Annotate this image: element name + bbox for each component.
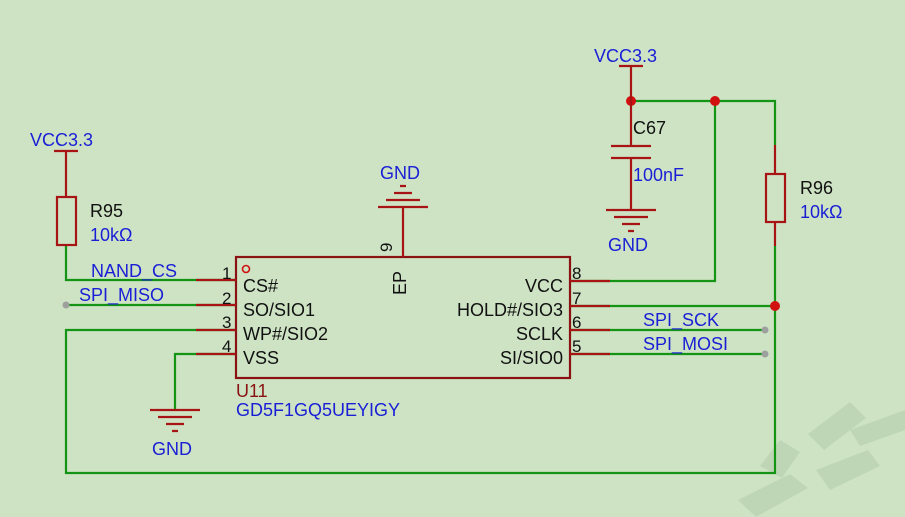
gnd-symbol-vss	[150, 408, 200, 433]
pin-number: 1	[222, 264, 231, 283]
ep-pin-name: EP	[390, 271, 410, 295]
vcc-label-left: VCC3.3	[30, 130, 93, 150]
r95-value: 10kΩ	[90, 225, 132, 245]
pin-number: 7	[572, 289, 581, 308]
wire-wp-loop	[64, 306, 777, 475]
pin-number: 4	[222, 337, 231, 356]
r95-ref: R95	[90, 201, 123, 221]
gnd-label-cap: GND	[608, 235, 648, 255]
wire-hold	[570, 246, 777, 308]
watermark-logo	[738, 402, 905, 517]
vcc-bar-top	[619, 64, 643, 101]
gnd-symbol-cap	[606, 208, 656, 233]
gnd-label-ep: GND	[380, 163, 420, 183]
pin-number: 8	[572, 264, 581, 283]
ic-ref: U11	[236, 381, 268, 401]
c67-value: 100nF	[633, 165, 684, 185]
junction-dot	[770, 301, 780, 311]
pin-name: HOLD#/SIO3	[457, 300, 563, 320]
wire-vcc-pin8	[570, 101, 717, 283]
wire-vcc-rail	[631, 99, 777, 145]
pin-name: WP#/SIO2	[243, 324, 328, 344]
r96-ref: R96	[800, 178, 833, 198]
net-label-nand-cs: NAND_CS	[91, 261, 177, 282]
pin-number: 2	[222, 289, 231, 308]
wire-r95-cs	[64, 246, 236, 282]
vcc-label-top: VCC3.3	[594, 46, 657, 66]
pin-number: 3	[222, 313, 231, 332]
pin-name: CS#	[243, 276, 278, 296]
resistor-r95: VCC3.3 R95 10kΩ	[30, 130, 132, 247]
pin1-marker	[241, 264, 251, 274]
c67-ref: C67	[633, 118, 666, 138]
gnd-vss: GND	[150, 408, 200, 459]
pin-name: SI/SIO0	[500, 348, 563, 368]
resistor-r96: R96 10kΩ	[764, 145, 842, 246]
pin-number: 6	[572, 313, 581, 332]
ep-pin-number: 9	[377, 243, 396, 252]
net-label-spi-mosi: SPI_MOSI	[643, 334, 728, 355]
pin-lead	[196, 278, 236, 356]
net-label-spi-miso: SPI_MISO	[79, 285, 164, 306]
gnd-ep: GND	[378, 163, 428, 209]
capacitor-c67: VCC3.3 C67 100nF GND	[594, 46, 684, 255]
ic-u11: 1 CS# 2 SO/SIO1 3 WP#/SIO2 4 VSS 8 VCC 7…	[196, 207, 610, 420]
wire-end-mosi	[761, 350, 769, 358]
gnd-symbol-ep	[378, 184, 428, 209]
pin-name: VSS	[243, 348, 279, 368]
ic-part-number: GD5F1GQ5UEYIGY	[236, 400, 400, 420]
pin-number: 5	[572, 337, 581, 356]
pin-name: SCLK	[516, 324, 563, 344]
r96-value: 10kΩ	[800, 202, 842, 222]
wire-vss-gnd	[173, 352, 236, 410]
vcc-bar-left	[54, 149, 78, 197]
pin-name: VCC	[525, 276, 563, 296]
wire-end-miso	[62, 301, 70, 309]
pin-name: SO/SIO1	[243, 300, 315, 320]
pin-lead	[570, 279, 610, 356]
junction-dot	[710, 96, 720, 106]
wire-end-sck	[761, 326, 769, 334]
c67-plates	[611, 144, 651, 160]
r95-body	[55, 195, 78, 247]
r96-body	[764, 172, 787, 224]
net-label-spi-sck: SPI_SCK	[643, 310, 719, 331]
gnd-label-vss: GND	[152, 439, 192, 459]
